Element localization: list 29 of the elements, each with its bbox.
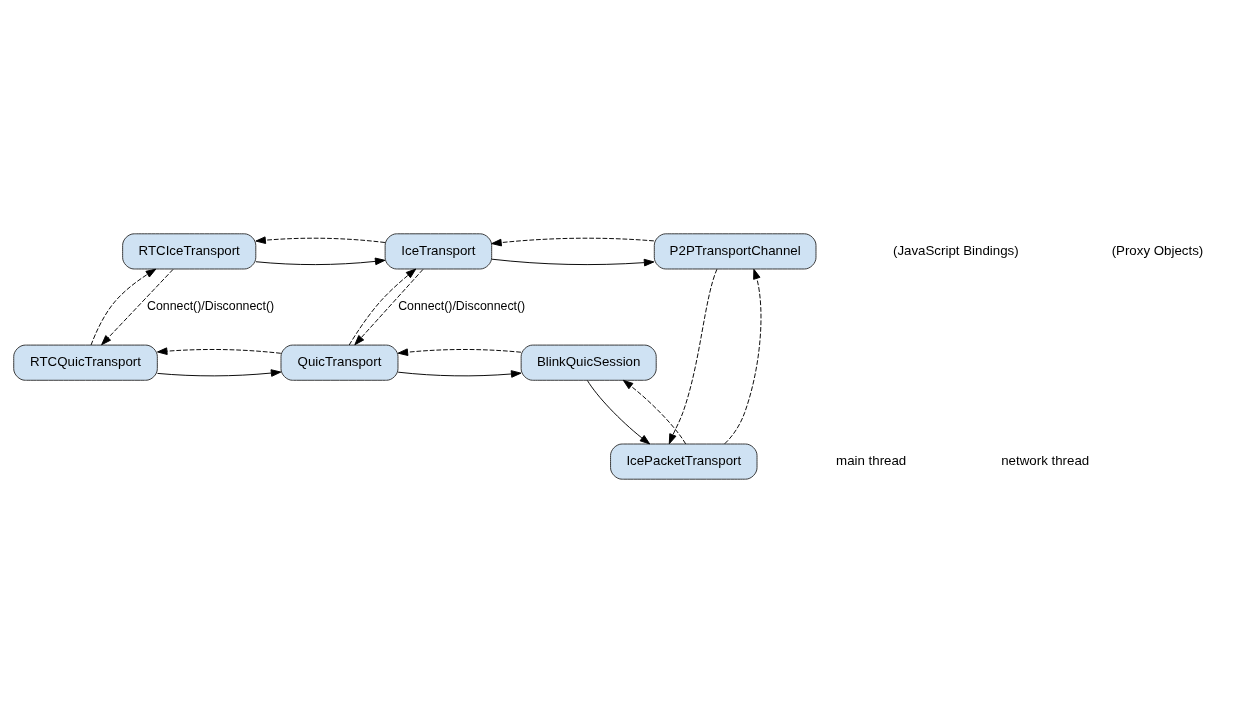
node-box: RTCQuicTransport	[13, 344, 158, 381]
edge-label: Connect()/Disconnect()	[398, 299, 526, 314]
arrow	[491, 258, 655, 267]
arrow	[586, 380, 651, 445]
arrow	[157, 347, 282, 355]
arrow	[255, 236, 386, 244]
arrow	[397, 370, 522, 378]
node-box: P2PTransportChannel	[653, 233, 817, 270]
arrow	[354, 268, 424, 346]
node-box: QuicTransport	[280, 344, 399, 381]
arrow	[491, 237, 655, 247]
arrow	[348, 268, 417, 346]
node-box: IcePacketTransport	[610, 443, 758, 480]
arrow	[101, 268, 174, 346]
label: (JavaScript Bindings)	[892, 242, 1019, 258]
arrow	[622, 379, 687, 445]
node-box: RTCIceTransport	[122, 233, 257, 270]
node-box: BlinkQuicSession	[520, 344, 657, 381]
node-box: IceTransport	[384, 233, 493, 270]
label: network thread	[1001, 453, 1090, 469]
edge-label: Connect()/Disconnect()	[147, 299, 275, 314]
arrow	[255, 257, 386, 266]
arrow	[90, 268, 157, 346]
arrow	[397, 348, 522, 356]
label: (Proxy Objects)	[1111, 242, 1204, 258]
arrow	[668, 268, 718, 445]
label: main thread	[836, 453, 907, 469]
arrow	[724, 268, 762, 445]
arrow	[157, 369, 282, 377]
